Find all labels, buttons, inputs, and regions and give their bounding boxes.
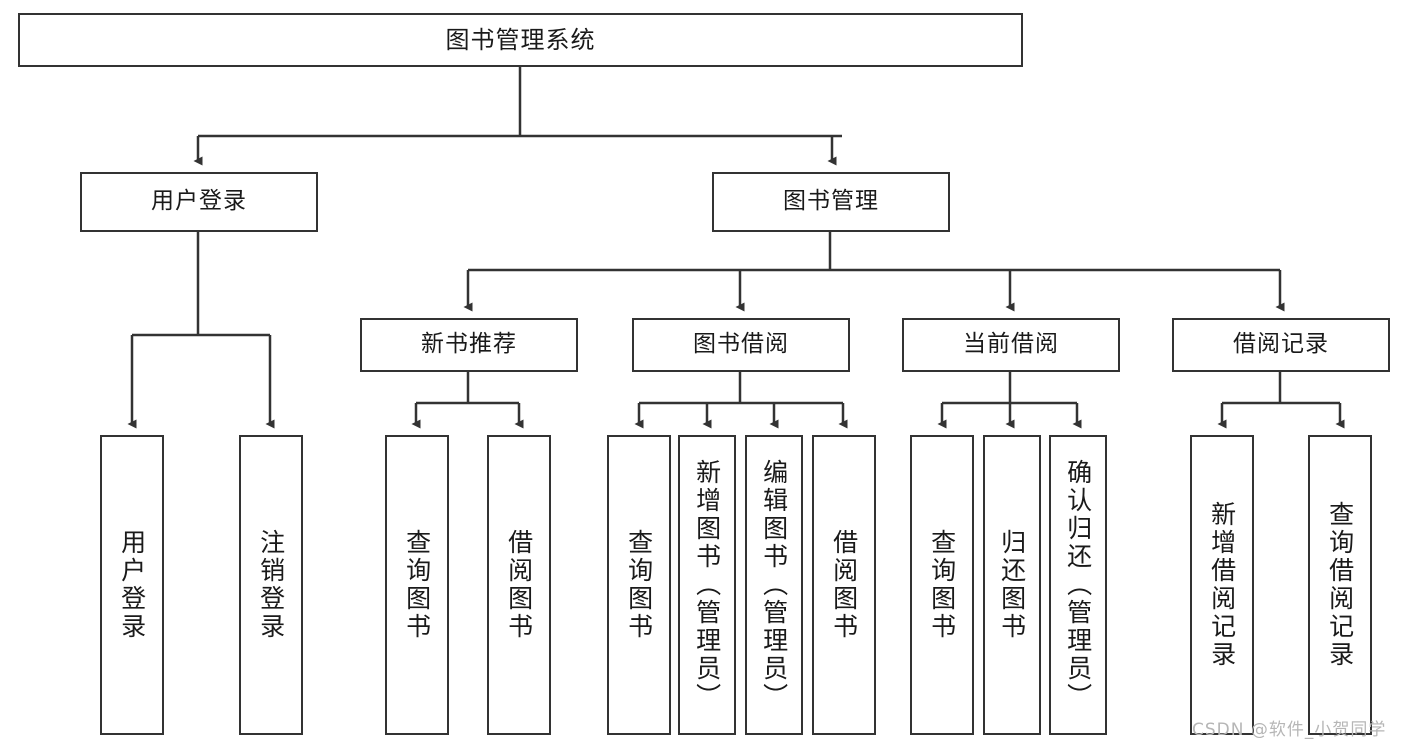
node-leaf-confirm-return[interactable]: 确认归还（管理员） xyxy=(1049,435,1107,735)
leaf-label: 新增借阅记录 xyxy=(1207,501,1237,669)
node-borrow-record[interactable]: 借阅记录 xyxy=(1172,318,1390,372)
node-leaf-borrow-book-2[interactable]: 借阅图书 xyxy=(812,435,876,735)
node-leaf-query-book-2[interactable]: 查询图书 xyxy=(607,435,671,735)
node-book-borrow[interactable]: 图书借阅 xyxy=(632,318,850,372)
node-leaf-logout-login[interactable]: 注销登录 xyxy=(239,435,303,735)
node-book-manage[interactable]: 图书管理 xyxy=(712,172,950,232)
node-leaf-return-book[interactable]: 归还图书 xyxy=(983,435,1041,735)
leaf-label: 借阅图书 xyxy=(504,529,534,641)
leaf-label: 借阅图书 xyxy=(829,529,859,641)
node-leaf-user-login[interactable]: 用户登录 xyxy=(100,435,164,735)
node-leaf-query-book-3[interactable]: 查询图书 xyxy=(910,435,974,735)
leaf-label: 查询图书 xyxy=(402,529,432,641)
leaf-label: 注销登录 xyxy=(256,529,286,641)
node-leaf-query-book-1[interactable]: 查询图书 xyxy=(385,435,449,735)
node-leaf-query-borrow-record[interactable]: 查询借阅记录 xyxy=(1308,435,1372,735)
leaf-label: 查询图书 xyxy=(927,529,957,641)
node-leaf-edit-book[interactable]: 编辑图书（管理员） xyxy=(745,435,803,735)
leaf-label: 归还图书 xyxy=(997,529,1027,641)
leaf-label: 编辑图书（管理员） xyxy=(759,459,789,711)
node-current-borrow[interactable]: 当前借阅 xyxy=(902,318,1120,372)
leaf-label: 查询借阅记录 xyxy=(1325,501,1355,669)
leaf-label: 新增图书（管理员） xyxy=(692,459,722,711)
node-leaf-add-borrow-record[interactable]: 新增借阅记录 xyxy=(1190,435,1254,735)
leaf-label: 用户登录 xyxy=(117,529,147,641)
node-user-login[interactable]: 用户登录 xyxy=(80,172,318,232)
node-leaf-borrow-book-1[interactable]: 借阅图书 xyxy=(487,435,551,735)
leaf-label: 确认归还（管理员） xyxy=(1063,459,1093,711)
node-leaf-add-book[interactable]: 新增图书（管理员） xyxy=(678,435,736,735)
csdn-watermark: CSDN @软件_小贺同学 xyxy=(1192,720,1387,740)
node-new-book-recommend[interactable]: 新书推荐 xyxy=(360,318,578,372)
leaf-label: 查询图书 xyxy=(624,529,654,641)
node-root-system[interactable]: 图书管理系统 xyxy=(18,13,1023,67)
